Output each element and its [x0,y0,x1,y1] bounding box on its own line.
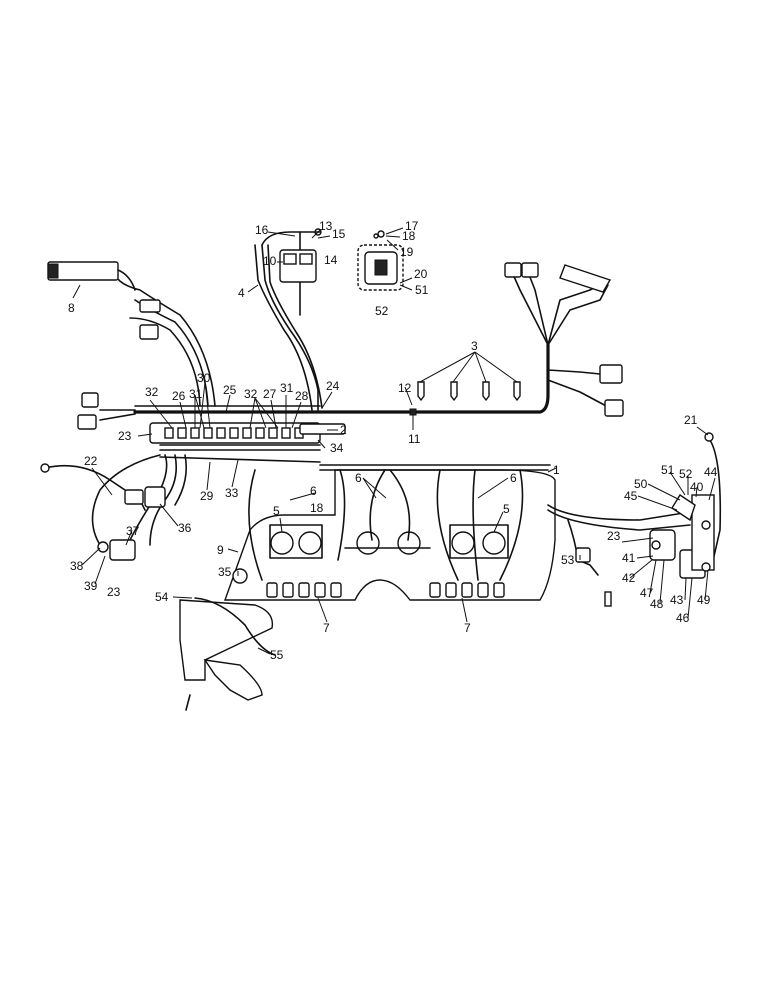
callout-30: 30 [197,371,211,385]
callout-31-left: 31 [189,387,203,401]
callout-31-right: 31 [280,381,294,395]
instrument-panel [224,464,556,601]
pin-connectors-3 [409,381,521,416]
callout-6-center: 6 [355,471,362,485]
callout-5-left: 5 [273,504,280,518]
callout-42: 42 [622,571,636,585]
callout-37: 37 [126,524,140,538]
callout-25: 25 [223,383,237,397]
callout-34: 34 [330,441,344,455]
callout-28: 28 [295,389,309,403]
callout-11: 11 [408,432,421,446]
indicator-lamps-right [429,582,505,598]
callout-17: 17 [405,219,419,233]
callout-4: 4 [238,286,245,300]
right-lower-components [547,432,722,607]
callout-24: 24 [326,379,340,393]
callout-labels: 1 2 3 4 5 5 6 6 6 7 7 8 9 10 11 12 13 14… [68,219,718,662]
callout-9: 9 [217,543,224,557]
callout-47: 47 [640,586,654,600]
gauge-cluster-right [449,524,509,559]
rotary-switch [357,230,404,291]
callout-52-right: 52 [679,467,693,481]
left-lower-components [40,454,188,561]
callout-53: 53 [561,553,575,567]
callout-7-left: 7 [323,621,330,635]
callout-23-left: 23 [107,585,121,599]
callout-32-left: 32 [145,385,159,399]
callout-33: 33 [225,486,239,500]
callout-45: 45 [624,489,638,503]
callout-15: 15 [332,227,346,241]
callout-16: 16 [255,223,269,237]
pedal-assembly [179,568,276,711]
right-branch-connectors [504,262,624,417]
callout-18-top: 18 [402,229,416,243]
callout-6-left: 6 [310,484,317,498]
callout-1: 1 [553,463,560,477]
fuse-slots [164,427,304,439]
main-harness [99,244,611,421]
callout-26: 26 [172,389,186,403]
switch-cluster [261,228,322,316]
callout-27: 27 [263,387,277,401]
callout-54: 54 [155,590,169,604]
leader-lines [72,227,716,655]
callout-39: 39 [84,579,98,593]
gauge-cluster-left [269,524,323,559]
callout-13: 13 [319,219,333,233]
callout-21: 21 [684,413,698,427]
callout-55: 55 [270,648,284,662]
gauge-cluster-center [344,531,431,555]
callout-23-fuse: 23 [118,429,132,443]
callout-29: 29 [200,489,214,503]
callout-23-right: 23 [607,529,621,543]
left-trunk-connectors [77,392,99,430]
callout-51-top: 51 [415,283,429,297]
callout-40: 40 [690,480,704,494]
callout-12: 12 [398,381,412,395]
callout-32-right: 32 [244,387,258,401]
callout-43: 43 [670,593,684,607]
callout-50: 50 [634,477,648,491]
callout-8: 8 [68,301,75,315]
callout-22: 22 [84,454,98,468]
callout-52-top: 52 [375,304,389,318]
callout-3: 3 [471,339,478,353]
callout-10: 10 [263,254,277,268]
callout-48: 48 [650,597,664,611]
callout-6-right: 6 [510,471,517,485]
callout-49: 49 [697,593,711,607]
callout-18-panel: 18 [310,501,324,515]
callout-35: 35 [218,565,232,579]
callout-14: 14 [324,253,338,267]
callout-38: 38 [70,559,84,573]
connector-8 [47,261,161,340]
indicator-lamps-left [266,582,342,598]
fuse-relay-panel [149,422,346,463]
callout-44: 44 [704,465,718,479]
callout-41: 41 [622,551,636,565]
callout-19: 19 [400,245,414,259]
callout-7-right: 7 [464,621,471,635]
callout-46: 46 [676,611,690,625]
callout-20: 20 [414,267,428,281]
callout-2: 2 [340,423,347,437]
callout-5-right: 5 [503,502,510,516]
callout-51-right: 51 [661,463,675,477]
callout-36: 36 [178,521,192,535]
